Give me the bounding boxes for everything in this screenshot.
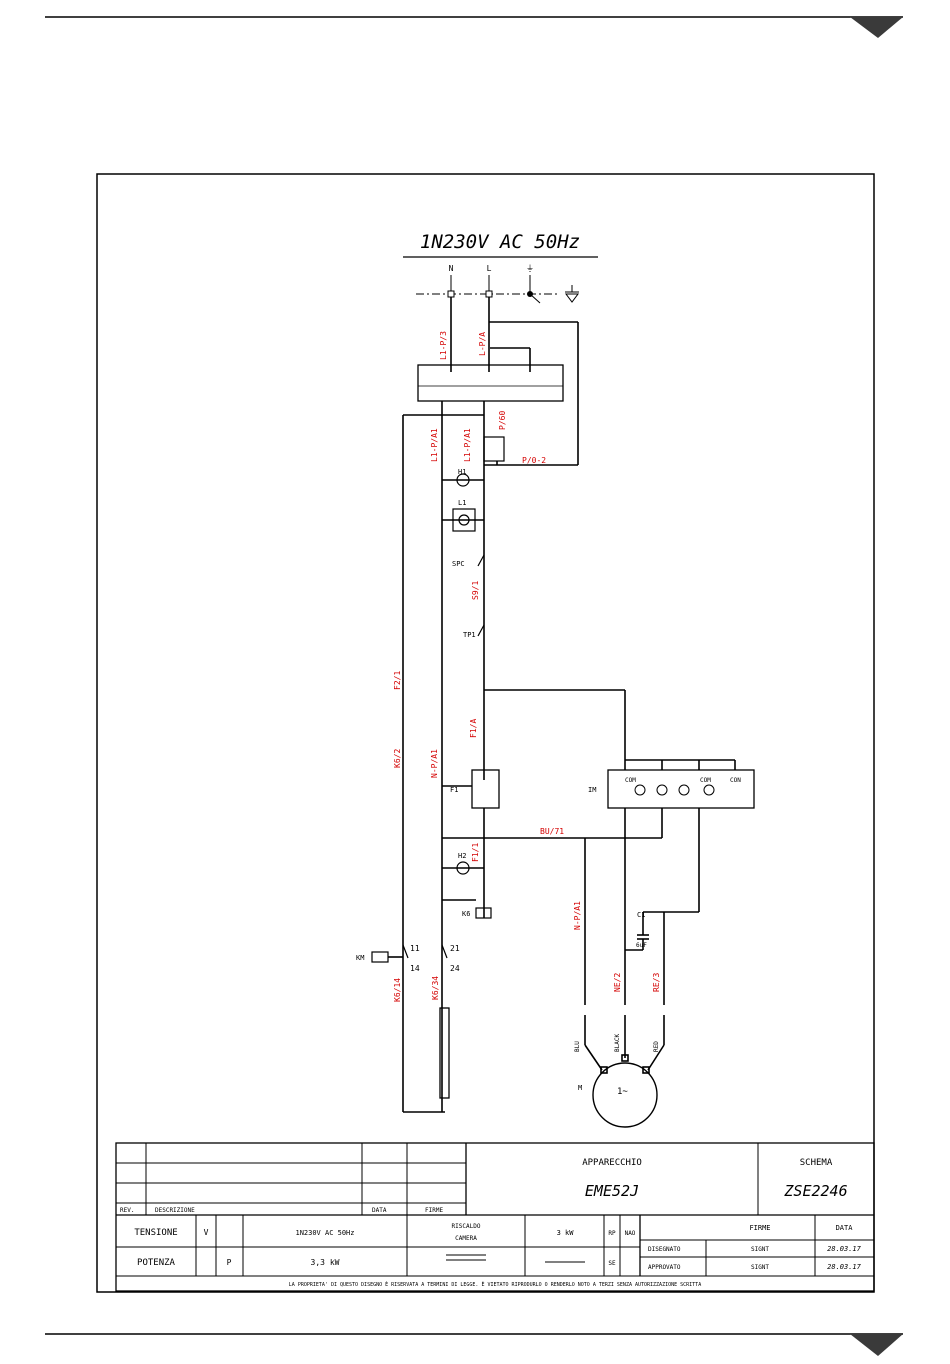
motor-symbol: 1~ bbox=[617, 1087, 628, 1097]
apparecchio-label: APPARECCHIO bbox=[582, 1158, 642, 1168]
contact-24: 24 bbox=[450, 964, 460, 973]
firme-col: FIRME bbox=[749, 1224, 770, 1232]
rev-label: REV. bbox=[120, 1207, 134, 1214]
disegnato-label: DISEGNATO bbox=[648, 1246, 681, 1253]
title-block: REV. DESCRIZIONE DATA FIRME APPARECCHIO … bbox=[115, 1142, 875, 1292]
earth-icon bbox=[565, 285, 579, 303]
capacitor-label: C1 bbox=[637, 911, 645, 919]
supply-title: 1N230V AC 50Hz bbox=[420, 231, 580, 253]
wire-color-blu: BLU bbox=[574, 1041, 581, 1052]
descrizione-label: DESCRIZIONE bbox=[155, 1207, 195, 1214]
terminal-l-label: L bbox=[487, 264, 492, 273]
approvato-label: APPROVATO bbox=[648, 1264, 681, 1271]
nc-label: CON bbox=[730, 777, 741, 784]
approvato-date: 28.03.17 bbox=[827, 1263, 862, 1271]
page-header bbox=[45, 16, 903, 38]
data-label: DATA bbox=[372, 1207, 387, 1214]
wire-label: N-P/A1 bbox=[573, 901, 582, 930]
header-triangle-icon bbox=[850, 17, 903, 38]
wire-label: F2/1 bbox=[393, 671, 402, 690]
wire-label: P/60 bbox=[498, 411, 507, 430]
wire-labels: L1-P/3 L-P/A P/60 L1-P/A1 L1-P/A1 P/0-2 … bbox=[393, 331, 661, 1002]
wire-color-black: BLACK bbox=[614, 1034, 621, 1052]
tensione-label: TENSIONE bbox=[134, 1228, 177, 1238]
l1-label: L1 bbox=[458, 499, 466, 507]
wire-label: NE/2 bbox=[613, 973, 622, 992]
kcoil-label: KM bbox=[356, 954, 364, 962]
wire-label: K6/34 bbox=[431, 976, 440, 1000]
wire-label: L1-P/A1 bbox=[463, 428, 472, 462]
se-label: SE bbox=[608, 1260, 616, 1267]
wire-label: RE/3 bbox=[652, 973, 661, 992]
data-col: DATA bbox=[836, 1224, 854, 1232]
com-label: COM bbox=[625, 777, 636, 784]
contact-11: 11 bbox=[410, 944, 420, 953]
wire-label: K6/2 bbox=[393, 749, 402, 768]
drawing-frame bbox=[96, 173, 875, 1293]
capacitor-value: 6uF bbox=[636, 942, 647, 949]
disegnato-date: 28.03.17 bbox=[827, 1245, 862, 1253]
tp-label: TP1 bbox=[463, 631, 476, 639]
nao-label: NAO bbox=[625, 1230, 636, 1237]
camera-label: CAMERA bbox=[455, 1235, 477, 1242]
k6-label: K6 bbox=[462, 910, 470, 918]
wire-label: BU/71 bbox=[540, 827, 564, 836]
com-label-2: COM bbox=[700, 777, 711, 784]
potenza-label: POTENZA bbox=[137, 1258, 176, 1268]
lamp-h1-label: H1 bbox=[458, 468, 466, 476]
schema-label: SCHEMA bbox=[800, 1158, 833, 1168]
tensione-value: 1N230V AC 50Hz bbox=[295, 1229, 354, 1237]
tensione-unit: V bbox=[204, 1228, 209, 1237]
rp-label: RP bbox=[608, 1230, 616, 1237]
schema-value: ZSE2246 bbox=[783, 1182, 847, 1200]
wire-color-red: RED bbox=[653, 1041, 660, 1052]
terminal-pe-label: ⏚ bbox=[526, 264, 534, 273]
wire-label: L-P/A bbox=[478, 332, 487, 356]
im-label: IM bbox=[588, 786, 596, 794]
footer-triangle-icon bbox=[850, 1334, 903, 1356]
firme-label: FIRME bbox=[425, 1207, 443, 1214]
disegnato-sig: SIGNT bbox=[751, 1246, 769, 1253]
potenza-value: 3,3 kW bbox=[311, 1258, 340, 1267]
supply-terminals: N L ⏚ bbox=[416, 264, 579, 304]
main-wiring bbox=[371, 297, 755, 1128]
f1-label: F1 bbox=[450, 786, 458, 794]
wire-label: F1/1 bbox=[471, 843, 480, 862]
wire-label: K6/14 bbox=[393, 978, 402, 1002]
component-labels: H1 L1 SPC TP1 F1 H2 K6 KM 11 21 14 24 IM… bbox=[356, 468, 741, 1097]
terminal-n-label: N bbox=[449, 264, 454, 273]
wire-label: N-P/A1 bbox=[430, 749, 439, 778]
sp-label: SPC bbox=[452, 560, 465, 568]
footer-note: LA PROPRIETA' DI QUESTO DISEGNO È RISERV… bbox=[289, 1280, 701, 1288]
wire-label: S9/1 bbox=[471, 581, 480, 600]
wire-label: L1-P/3 bbox=[439, 331, 448, 360]
riscaldo-label: RISCALDO bbox=[452, 1223, 481, 1230]
h2-label: H2 bbox=[458, 852, 466, 860]
riscaldo-value: 3 kW bbox=[557, 1229, 575, 1237]
approvato-sig: SIGNT bbox=[751, 1264, 769, 1271]
contact-21: 21 bbox=[450, 944, 460, 953]
potenza-unit: P bbox=[227, 1258, 232, 1267]
page-footer bbox=[45, 1333, 903, 1356]
wire-label: F1/A bbox=[469, 719, 478, 738]
wire-label: L1-P/A1 bbox=[430, 428, 439, 462]
motor-label: M bbox=[578, 1084, 582, 1092]
contact-14: 14 bbox=[410, 964, 420, 973]
apparecchio-value: EME52J bbox=[585, 1182, 639, 1200]
wire-label: P/0-2 bbox=[522, 456, 546, 465]
